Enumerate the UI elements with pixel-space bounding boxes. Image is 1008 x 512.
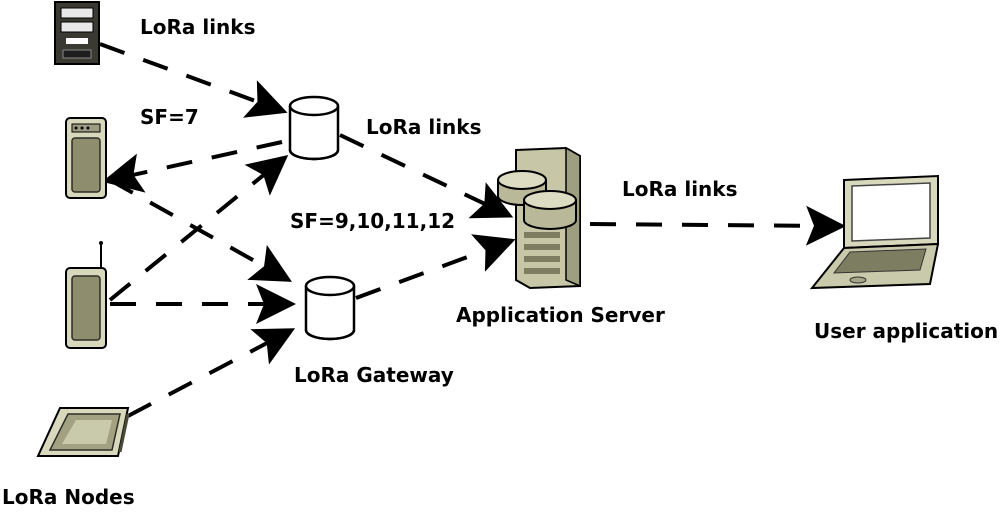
label-user-application: User application <box>814 319 998 343</box>
link-gateway1-to-handheld <box>102 140 283 193</box>
label-lora-links-mid: LoRa links <box>366 115 482 139</box>
label-lora-links-right: LoRa links <box>622 177 738 201</box>
database-cylinder-icon <box>304 275 356 341</box>
label-lora-links-top: LoRa links <box>140 15 256 39</box>
label-lora-nodes: LoRa Nodes <box>2 485 135 509</box>
server-icon <box>497 146 581 290</box>
link-server-to-laptop <box>589 205 846 246</box>
mobile-phone-icon <box>65 241 107 349</box>
desktop-tower-icon <box>54 1 100 65</box>
link-handheld-to-gateway2 <box>109 178 292 282</box>
handheld-device-icon <box>65 117 107 199</box>
link-desktop-to-gateway1 <box>99 42 288 118</box>
tablet-pen-icon <box>36 407 130 457</box>
label-sf-7: SF=7 <box>140 105 199 129</box>
link-gateway2-to-server <box>355 234 516 300</box>
database-cylinder-icon <box>288 95 340 161</box>
label-lora-gateway: LoRa Gateway <box>294 363 454 387</box>
label-sf-high: SF=9,10,11,12 <box>290 209 455 233</box>
link-tablet-to-gateway2 <box>127 328 296 418</box>
label-application-server: Application Server <box>456 303 665 327</box>
laptop-icon <box>809 174 940 290</box>
link-gateway1-to-server <box>339 133 514 219</box>
